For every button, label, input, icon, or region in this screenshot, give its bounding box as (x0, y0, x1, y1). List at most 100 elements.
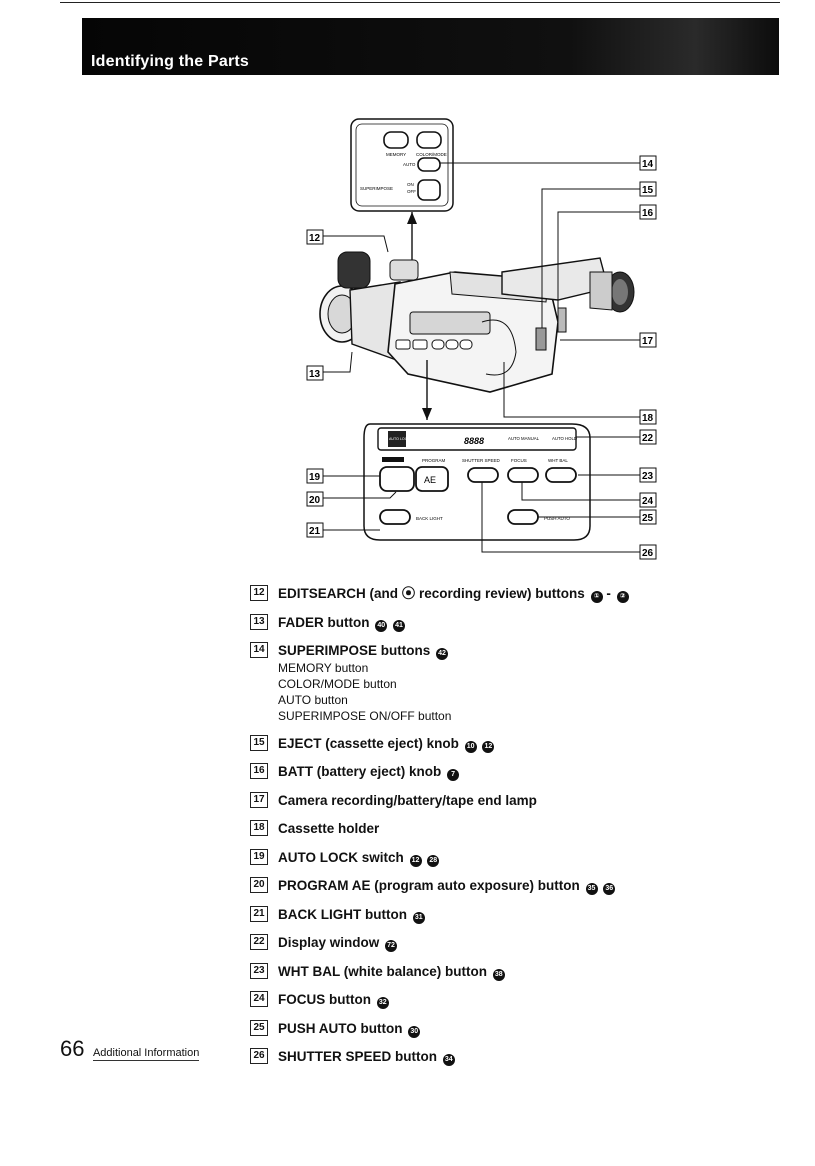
page-ref-icon: 40 (375, 619, 388, 632)
item-text: AUTO LOCK switch (278, 849, 404, 865)
item-text: Camera recording/battery/tape end lamp (278, 792, 537, 808)
callout-25: 25 (642, 513, 654, 524)
page-ref-icon: 28 (427, 854, 440, 867)
item-number: 20 (250, 877, 268, 893)
focus-button-shape (507, 467, 539, 483)
item-number: 19 (250, 848, 268, 865)
list-item: 23 WHT BAL (white balance) button 38 (250, 962, 770, 981)
item-number: 14 (250, 642, 268, 658)
callout-13: 13 (309, 369, 321, 380)
auto-lock-switch-shape (379, 466, 415, 492)
item-number: 16 (250, 763, 268, 779)
page-ref-icon: 30 (408, 1025, 421, 1038)
callout-18: 18 (642, 413, 654, 424)
sub-item: AUTO button (278, 693, 348, 707)
item-number: 13 (250, 613, 268, 630)
item-text: FADER button (278, 614, 370, 630)
page-ref-icon: 35 (585, 883, 598, 895)
item-text: SUPERIMPOSE buttons (278, 643, 431, 658)
page-number: 66 (60, 1036, 85, 1061)
off-label: OFF (407, 189, 416, 194)
push-auto-button-shape (507, 509, 539, 525)
item-text: EDITSEARCH (and ⦿ recording review) butt… (278, 586, 585, 601)
page-ref-icon: 12 (409, 854, 422, 867)
page-footer: 66 Additional Information (60, 1036, 200, 1062)
control-panel: AUTO LOCK 8888 AUTO MANUAL AUTO HOLD PRO… (363, 423, 591, 541)
camcorder-body (319, 251, 635, 393)
page-ref-icon: 12 (482, 740, 495, 753)
item-text: WHT BAL (white balance) button (278, 963, 487, 979)
on-label: ON (407, 182, 414, 187)
callout-20: 20 (309, 495, 321, 506)
item-number: 26 (250, 1048, 268, 1064)
item-number: 23 (250, 962, 268, 979)
list-item: 20 PROGRAM AE (program auto exposure) bu… (250, 877, 770, 895)
push-auto-label: PUSH AUTO (544, 516, 570, 521)
memory-label: MEMORY (386, 152, 406, 157)
page-ref-icon: 7 (447, 769, 460, 781)
callout-12: 12 (309, 233, 321, 244)
item-text: EJECT (cassette eject) knob (278, 735, 459, 751)
callout-26: 26 (642, 548, 654, 559)
list-item: 21 BACK LIGHT button 31 (250, 905, 770, 924)
camcorder-illustration: MEMORY COLOR/MODE AUTO SUPERIMPOSE ON OF… (306, 118, 657, 560)
back-light-button-shape (379, 509, 411, 525)
top-rule (60, 2, 780, 3)
callout-22: 22 (642, 433, 654, 444)
list-item: 16 BATT (battery eject) knob 7 (250, 763, 770, 781)
superimpose-label: SUPERIMPOSE (360, 186, 393, 191)
item-text: BACK LIGHT button (278, 906, 407, 922)
list-item: 22 Display window 72 (250, 934, 770, 952)
shutter-speed-button-shape (467, 467, 499, 483)
page-ref-icon: 31 (412, 911, 425, 924)
section-label: Additional Information (92, 1047, 200, 1061)
page-ref-icon: 38 (492, 968, 505, 981)
item-text: FOCUS button (278, 992, 371, 1007)
page-ref-icon: 32 (376, 997, 389, 1009)
callout-labels: 12 13 14 15 16 17 18 19 20 21 22 23 24 2… (306, 155, 657, 560)
auto-lock-label: AUTO LOCK (389, 437, 410, 441)
ae-label: AE (424, 475, 436, 485)
counter-display: 8888 (464, 436, 484, 446)
item-text: SHUTTER SPEED button (278, 1049, 437, 1064)
list-item: 18 Cassette holder (250, 820, 770, 838)
page-ref-icon: 34 (442, 1054, 455, 1066)
program-label: PROGRAM (422, 458, 446, 463)
list-item: 14 SUPERIMPOSE buttons 42 MEMORY button … (250, 642, 770, 724)
callout-15: 15 (642, 185, 654, 196)
parts-list: 12 EDITSEARCH (and ⦿ recording review) b… (250, 585, 770, 1077)
sub-item: COLOR/MODE button (278, 677, 397, 691)
page-ref-icon: 42 (436, 648, 449, 660)
item-number: 18 (250, 820, 268, 836)
list-item: 19 AUTO LOCK switch 12 28 (250, 848, 770, 867)
wht-bal-button-shape (545, 467, 577, 483)
item-text: PUSH AUTO button (278, 1020, 403, 1036)
memory-button-shape (383, 131, 409, 149)
auto-manual-label: AUTO MANUAL (508, 436, 540, 441)
page-ref-icon: ② (616, 591, 629, 603)
item-number: 15 (250, 734, 268, 751)
item-number: 22 (250, 934, 268, 950)
item-number: 17 (250, 791, 268, 808)
sub-item: SUPERIMPOSE ON/OFF button (278, 709, 452, 723)
callout-16: 16 (642, 208, 654, 219)
wht-bal-label: WHT BAL (548, 458, 568, 463)
sub-item: MEMORY button (278, 661, 369, 675)
ref-dash: - (606, 586, 611, 601)
superimpose-button-shape (417, 179, 441, 201)
item-text: PROGRAM AE (program auto exposure) butto… (278, 878, 580, 893)
list-item: 12 EDITSEARCH (and ⦿ recording review) b… (250, 585, 770, 603)
auto-hold-label: AUTO HOLD (552, 436, 577, 441)
auto-label: AUTO (403, 162, 416, 167)
superimpose-panel: MEMORY COLOR/MODE AUTO SUPERIMPOSE ON OF… (350, 118, 454, 212)
list-item: 24 FOCUS button 32 (250, 991, 770, 1009)
callout-17: 17 (642, 336, 654, 347)
page-title: Identifying the Parts (91, 53, 249, 70)
page-ref-icon: 72 (385, 940, 398, 952)
list-item: 15 EJECT (cassette eject) knob 10 12 (250, 734, 770, 753)
callout-24: 24 (642, 496, 654, 507)
item-text: Display window (278, 935, 380, 950)
page-ref-icon: 36 (603, 883, 616, 895)
callout-19: 19 (309, 472, 321, 483)
auto-button-shape (417, 157, 441, 172)
